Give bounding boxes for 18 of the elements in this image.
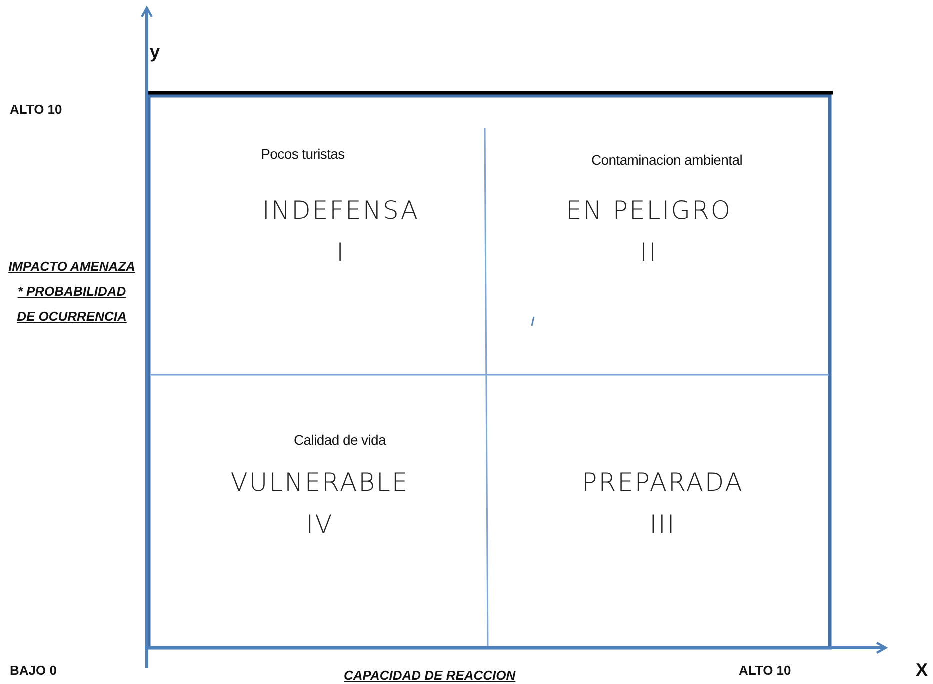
quadrant-numeral: I bbox=[336, 238, 346, 267]
quadrant-title: VULNERABLE bbox=[230, 468, 410, 497]
axis-title: IMPACTO AMENAZA * PROBABILIDAD DE OCURRENCIA bbox=[8, 258, 136, 326]
quadrant-title: PREPARADA bbox=[582, 468, 744, 497]
scale-label: ALTO 10 bbox=[10, 102, 62, 117]
note: Calidad de vida bbox=[294, 432, 386, 448]
quadrant-numeral: II bbox=[640, 238, 658, 267]
axis-label: X bbox=[916, 660, 928, 681]
quadrant-numeral: IV bbox=[306, 510, 334, 539]
quadrant-title: INDEFENSA bbox=[262, 196, 420, 225]
note: Contaminacion ambiental bbox=[591, 152, 743, 168]
scale-label: BAJO 0 bbox=[10, 663, 57, 678]
scale-label: ALTO 10 bbox=[739, 663, 792, 678]
axis-title: CAPACIDAD DE REACCION bbox=[344, 667, 516, 684]
note: Pocos turistas bbox=[261, 146, 345, 162]
quadrant-title: EN PELIGRO bbox=[566, 196, 732, 225]
axis-label: y bbox=[150, 42, 160, 63]
quadrant-numeral: III bbox=[650, 510, 676, 539]
